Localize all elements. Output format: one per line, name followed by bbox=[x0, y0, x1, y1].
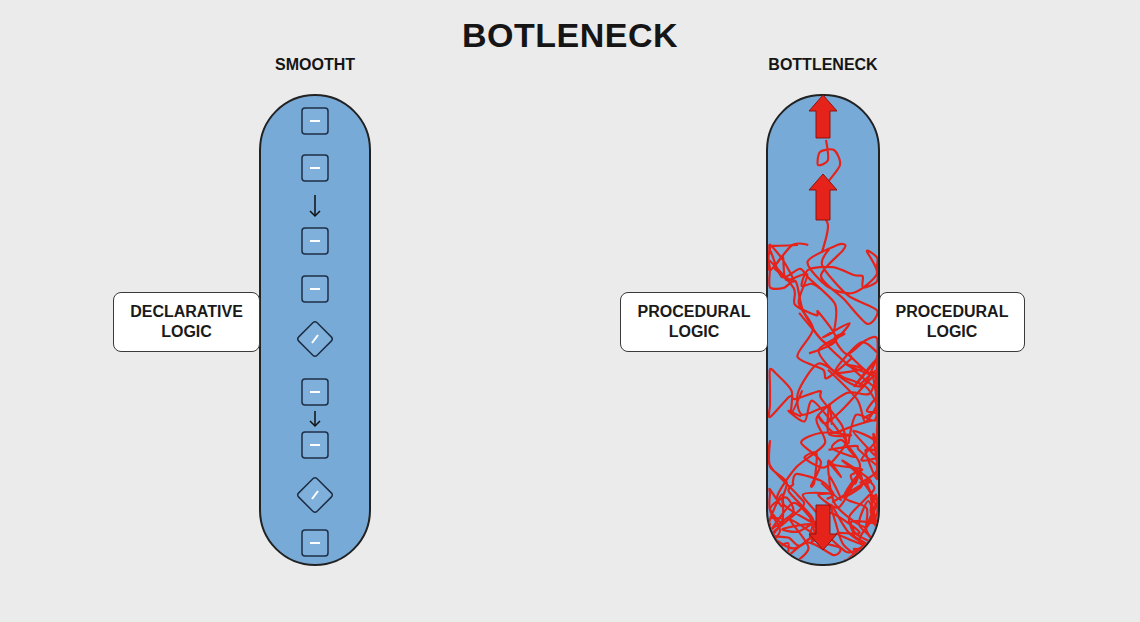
tangle-strand bbox=[802, 244, 878, 324]
item-mark bbox=[312, 335, 318, 343]
logic-label-box: PROCEDURAL LOGIC bbox=[879, 292, 1025, 352]
red-arrow-up bbox=[809, 174, 837, 220]
item-mark bbox=[310, 167, 320, 169]
flow-items bbox=[297, 108, 334, 556]
decision-diamond bbox=[297, 321, 334, 358]
item-mark bbox=[310, 542, 320, 544]
red-arrow-up bbox=[809, 95, 837, 138]
tangled-logic bbox=[768, 140, 878, 564]
item-mark bbox=[310, 120, 320, 122]
decision-diamond bbox=[297, 477, 334, 514]
process-square bbox=[302, 108, 328, 134]
tangle-strand bbox=[769, 245, 877, 379]
box-label: PROCEDURAL LOGIC bbox=[637, 302, 752, 342]
logic-label-box: DECLARATIVE LOGIC bbox=[113, 292, 260, 352]
red-arrow-down bbox=[809, 505, 837, 550]
box-label: PROCEDURAL LOGIC bbox=[895, 302, 1010, 342]
smooth-pipe bbox=[260, 95, 370, 565]
tangle-strand bbox=[788, 363, 877, 486]
item-mark bbox=[310, 391, 320, 393]
item-mark bbox=[310, 288, 320, 290]
process-square bbox=[302, 228, 328, 254]
box-label: DECLARATIVE LOGIC bbox=[129, 302, 244, 342]
red-arrows bbox=[809, 95, 837, 550]
flow-arrow-head bbox=[310, 421, 320, 426]
pipe-heading: BOTTLENECK bbox=[768, 56, 877, 74]
process-square bbox=[302, 530, 328, 556]
process-square bbox=[302, 432, 328, 458]
item-mark bbox=[312, 491, 318, 499]
flow-arrow bbox=[314, 195, 316, 216]
process-square bbox=[302, 379, 328, 405]
flow-arrow bbox=[314, 411, 316, 426]
logic-label-box: PROCEDURAL LOGIC bbox=[620, 292, 768, 352]
process-square bbox=[302, 155, 328, 181]
process-square bbox=[302, 276, 328, 302]
flow-arrow-head bbox=[310, 211, 320, 216]
item-mark bbox=[310, 444, 320, 446]
item-mark bbox=[310, 240, 320, 242]
pipe-heading: SMOOTHT bbox=[275, 56, 355, 74]
title: BOTLENECK bbox=[462, 16, 678, 55]
